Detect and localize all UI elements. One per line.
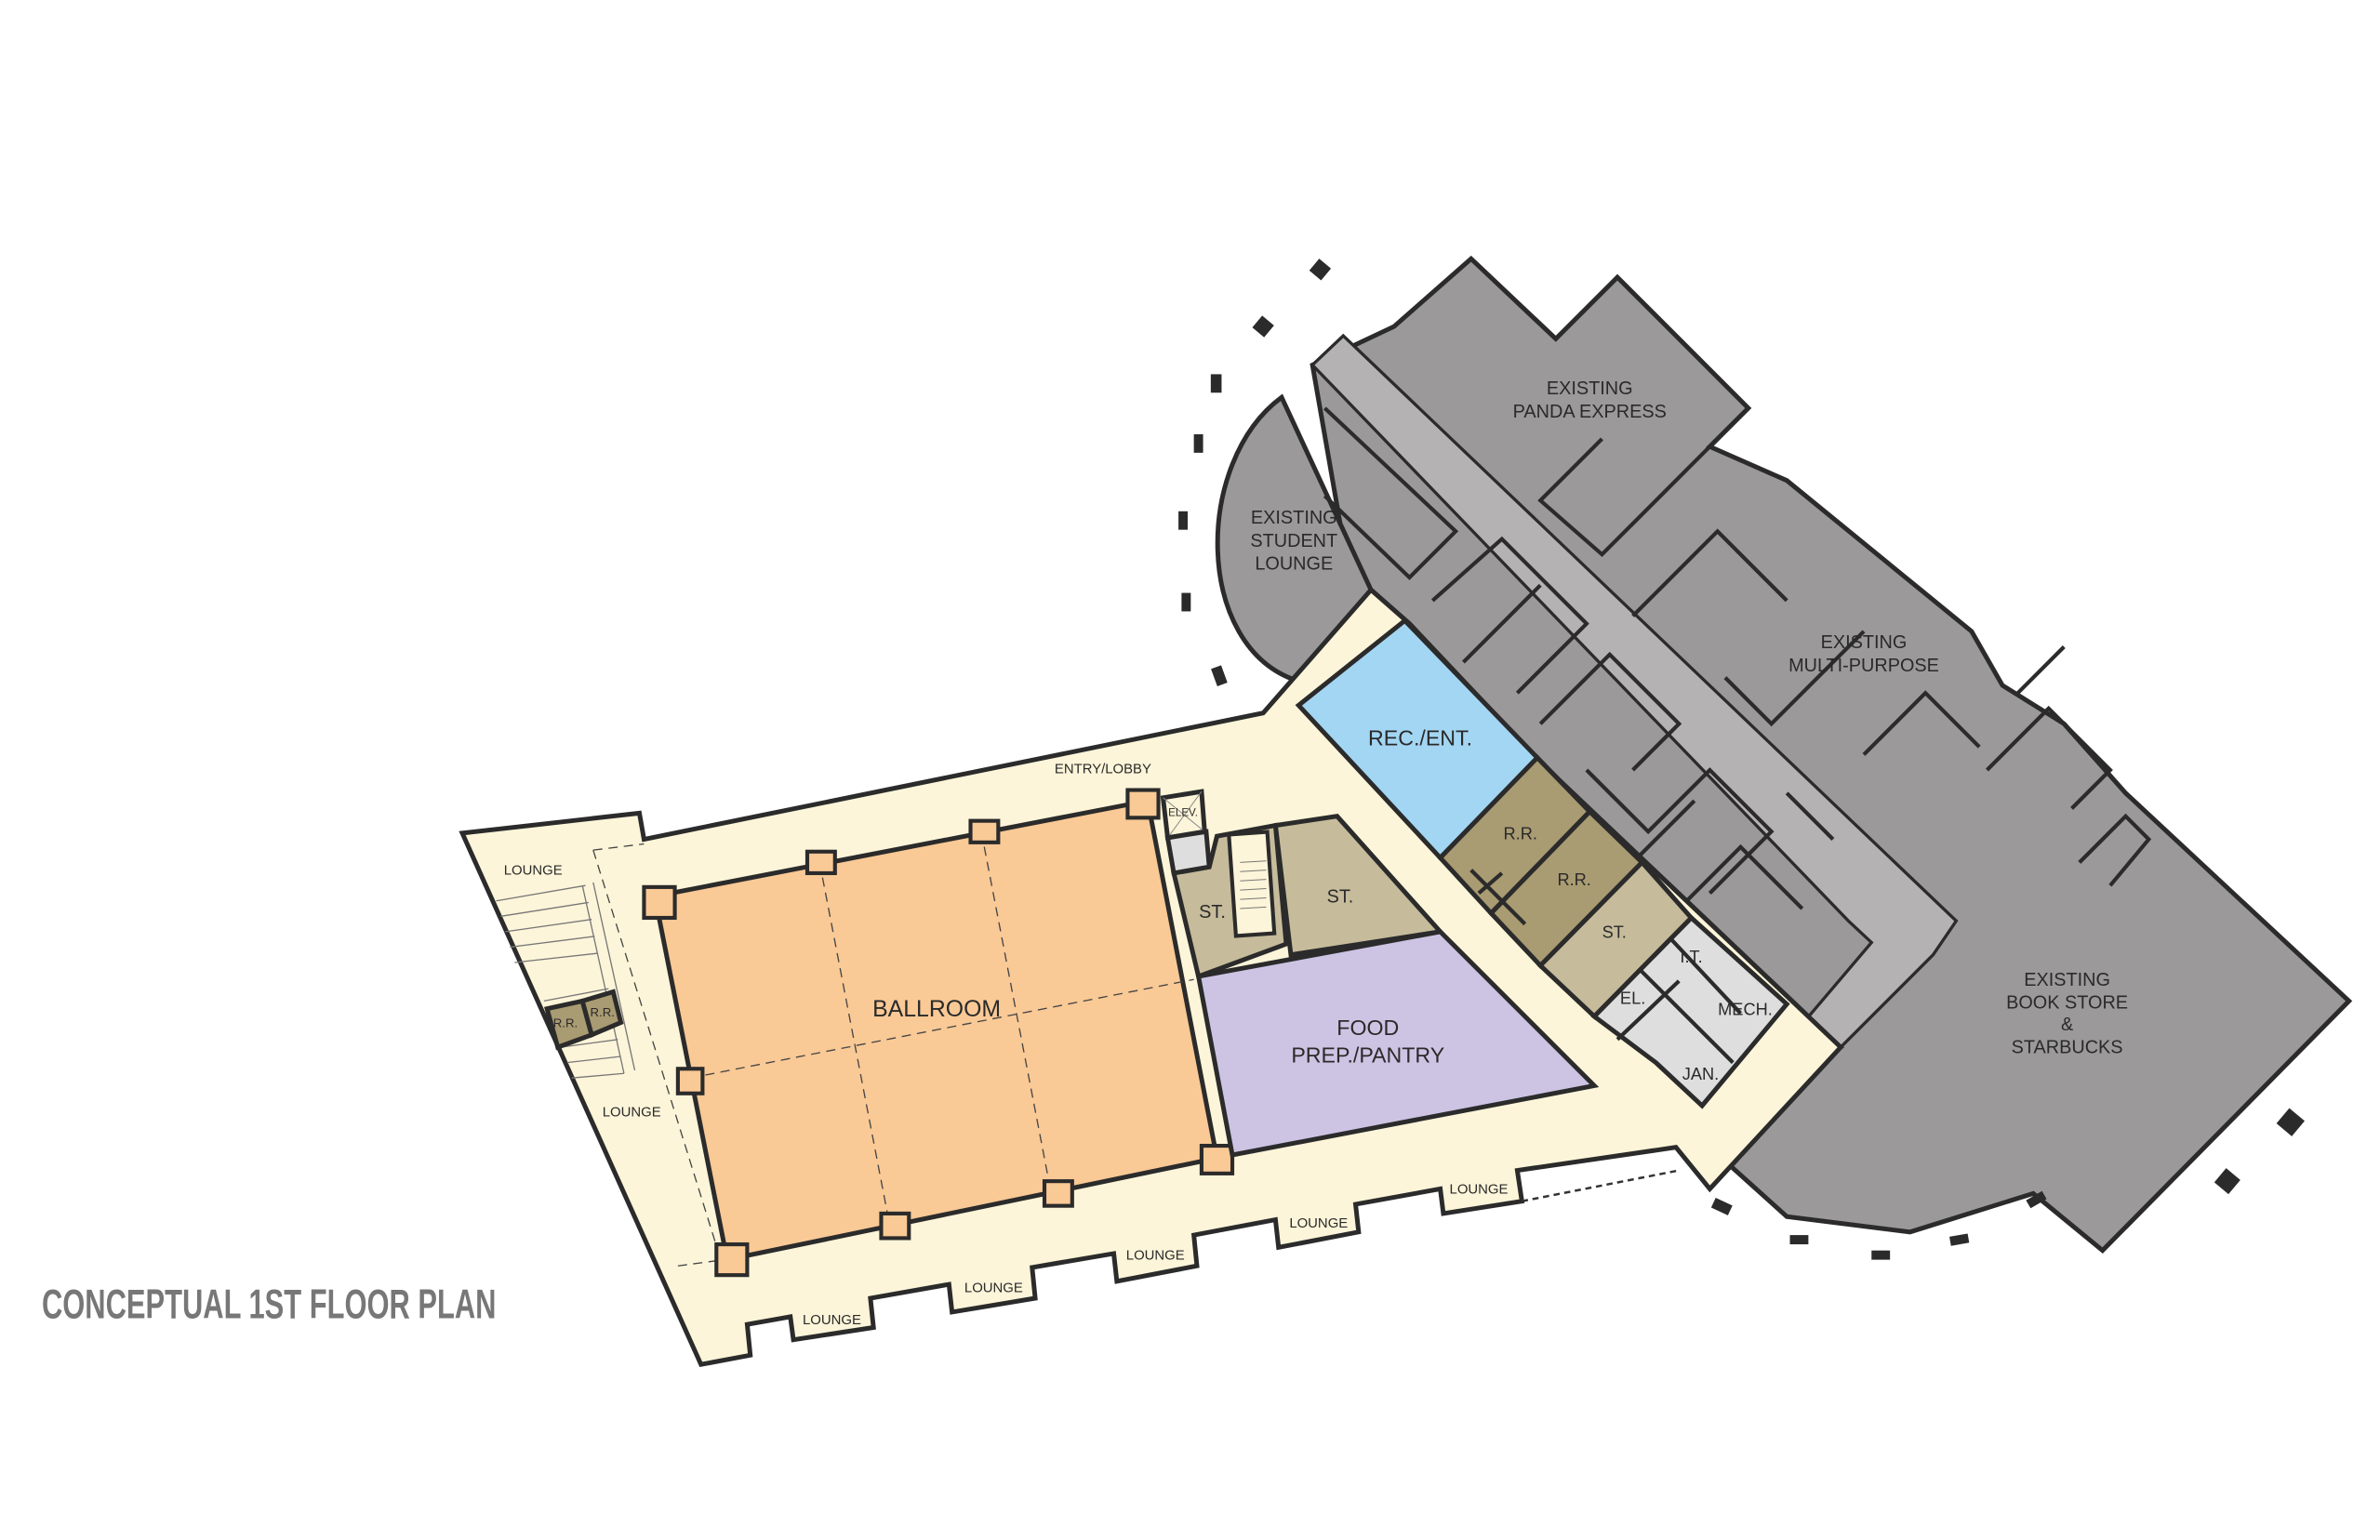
ballroom-grid [690,831,1194,1229]
st-label-3: ST. [1602,923,1627,942]
lounge-label-4: LOUNGE [964,1281,1023,1295]
existing-labels: EXISTING PANDA EXPRESS EXISTING STUDENT … [1250,378,2128,1058]
restroom-small-2 [579,989,624,1039]
lounge-label-7: LOUNGE [1450,1182,1509,1197]
service-rooms [1590,914,1790,1109]
lounge-label-2: LOUNGE [603,1106,661,1121]
lounge-label-5: LOUNGE [1126,1249,1185,1264]
site-markers [1178,259,2305,1260]
student-lounge-label-2: STUDENT [1250,531,1337,551]
st-label-2: ST. [1327,886,1354,907]
panda-label-1: EXISTING [1547,378,1633,399]
book-store-label-3: & [2061,1015,2073,1035]
panda-label-2: PANDA EXPRESS [1513,402,1667,422]
stair [1227,830,1277,938]
lounge-label-3: LOUNGE [803,1313,861,1328]
el-label: EL. [1620,989,1645,1008]
ballroom-columns [642,788,1235,1278]
book-store-label-2: BOOK STORE [2006,993,2128,1014]
existing-building [1215,255,2353,1255]
book-store-label-1: EXISTING [2024,970,2110,990]
it-label: I.T. [1680,948,1702,966]
food-prep-pantry [1195,929,1600,1158]
ballroom-label: BALLROOM [872,997,1001,1022]
rr-small-label-2: R.R. [590,1005,614,1019]
rr-small-label-1: R.R. [553,1016,578,1030]
food-prep-label-2: PREP./PANTRY [1291,1043,1444,1068]
page-title: CONCEPTUAL 1ST FLOOR PLAN [42,1282,497,1328]
restroom-partition [1469,869,1527,926]
existing-partitions [1323,406,2152,910]
mech-label: MECH. [1718,1000,1773,1018]
multi-purpose-label-1: EXISTING [1821,632,1908,653]
student-lounge-label-3: LOUNGE [1255,554,1333,575]
food-prep-label-1: FOOD [1336,1016,1399,1040]
lounge-label-1: LOUNGE [504,864,563,879]
st-label-1: ST. [1199,902,1226,923]
stair-treads [1240,860,1267,909]
student-lounge-label-1: EXISTING [1251,508,1337,528]
rr-label-2: R.R. [1557,870,1590,889]
lounge-label-6: LOUNGE [1289,1216,1348,1231]
rec-ent-label: REC./ENT. [1368,726,1472,750]
book-store-label-4: STARBUCKS [2012,1038,2123,1058]
jan-label: JAN. [1682,1065,1719,1083]
entry-lobby-label: ENTRY/LOBBY [1055,762,1151,777]
elevator-x [1163,790,1205,839]
rr-label-1: R.R. [1504,825,1537,843]
multi-purpose-label-2: MULTI-PURPOSE [1788,656,1939,676]
entry-dashed-line [1522,1169,1680,1202]
service-partitions [1615,937,1743,1065]
elev-label: ELEV. [1168,808,1198,819]
